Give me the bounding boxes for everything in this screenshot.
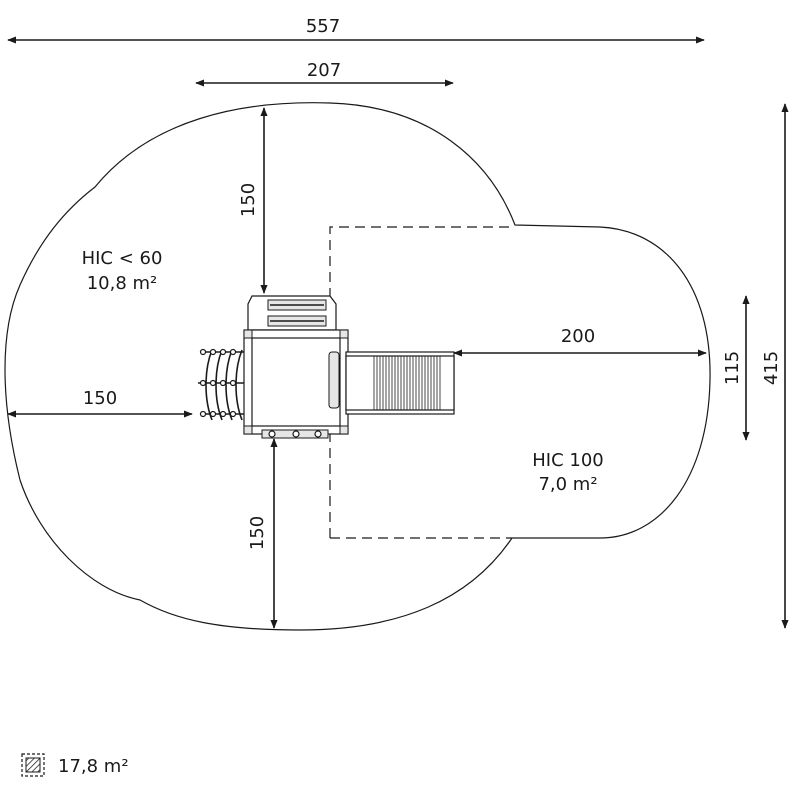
slide <box>345 351 455 415</box>
dim-total-height: 415 <box>761 351 782 385</box>
zone-left-hic: HIC < 60 <box>82 248 163 269</box>
dim-top-depth: 150 <box>238 183 259 217</box>
play-tower-top-panel <box>247 295 337 331</box>
dim-bottom-depth: 150 <box>247 516 268 550</box>
dim-top-width: 207 <box>307 60 341 81</box>
slide-ridges <box>373 356 441 410</box>
zone-right-hic: HIC 100 <box>532 450 604 471</box>
legend-area-text: 17,8 m² <box>58 756 129 777</box>
zone-left-area: 10,8 m² <box>87 273 158 294</box>
dim-slide-width: 115 <box>722 351 743 385</box>
play-tower-platform <box>243 329 349 435</box>
dim-total-width: 557 <box>306 16 340 37</box>
dim-slide-length: 200 <box>561 326 595 347</box>
climbing-ladder <box>198 348 244 421</box>
dim-left-depth: 150 <box>83 388 117 409</box>
legend-area-icon <box>21 753 45 777</box>
platform-base-fixings <box>261 429 329 439</box>
zone-right-area: 7,0 m² <box>538 474 597 495</box>
